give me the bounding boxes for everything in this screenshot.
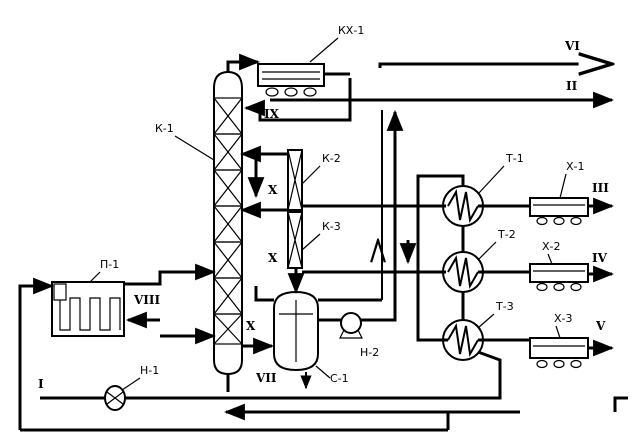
stream-iii: III: [592, 181, 609, 195]
equipment-labels: КХ-1 К-1 К-2 К-3 П-1 Н-1 Н-2 С-1 Т-1 Т-2…: [89, 24, 585, 391]
column-k1: [213, 70, 243, 376]
label-k2: К-2: [322, 152, 341, 165]
label-p1: П-1: [100, 258, 119, 271]
stream-v: V: [595, 319, 606, 333]
label-kx1: КХ-1: [338, 24, 364, 37]
stream-labels: VI II III IV V IX X X X VIII VII I: [38, 39, 609, 391]
stream-ix: IX: [264, 107, 280, 121]
heat-exchanger-t3: [442, 319, 484, 361]
label-t1: Т-1: [505, 152, 524, 165]
separator-s1: [273, 290, 319, 372]
stream-x-middle: X: [268, 251, 278, 265]
furnace-p1: [51, 281, 125, 337]
label-x3: Х-3: [554, 312, 573, 325]
label-k1: К-1: [155, 122, 174, 135]
stream-iv: IV: [592, 251, 608, 265]
heat-exchanger-t1: [442, 185, 484, 227]
label-t3: Т-3: [495, 300, 514, 313]
pump-n2: [339, 312, 363, 339]
label-t2: Т-2: [497, 228, 516, 241]
cooler-x1: [529, 197, 589, 226]
label-k3: К-3: [322, 220, 341, 233]
label-x1: Х-1: [566, 160, 585, 173]
air-cooler-kx1: [257, 63, 325, 97]
label-x2: Х-2: [542, 240, 561, 253]
process-lines: [18, 62, 628, 432]
label-n1: Н-1: [140, 364, 159, 377]
stream-ii: II: [566, 79, 578, 93]
cooler-x3: [529, 337, 589, 369]
column-k3: [287, 211, 303, 269]
stream-i: I: [38, 377, 44, 391]
stream-vii: VII: [255, 371, 277, 385]
cooler-x2: [529, 263, 589, 292]
stream-vi-top: VI: [564, 39, 580, 53]
heat-exchanger-t2: [442, 251, 484, 293]
stream-x-lower: X: [246, 319, 256, 333]
label-n2: Н-2: [360, 346, 379, 359]
label-s1: С-1: [330, 372, 349, 385]
stream-viii: VIII: [133, 293, 161, 307]
stream-x-upper: X: [268, 183, 278, 197]
column-k2: [287, 149, 303, 211]
